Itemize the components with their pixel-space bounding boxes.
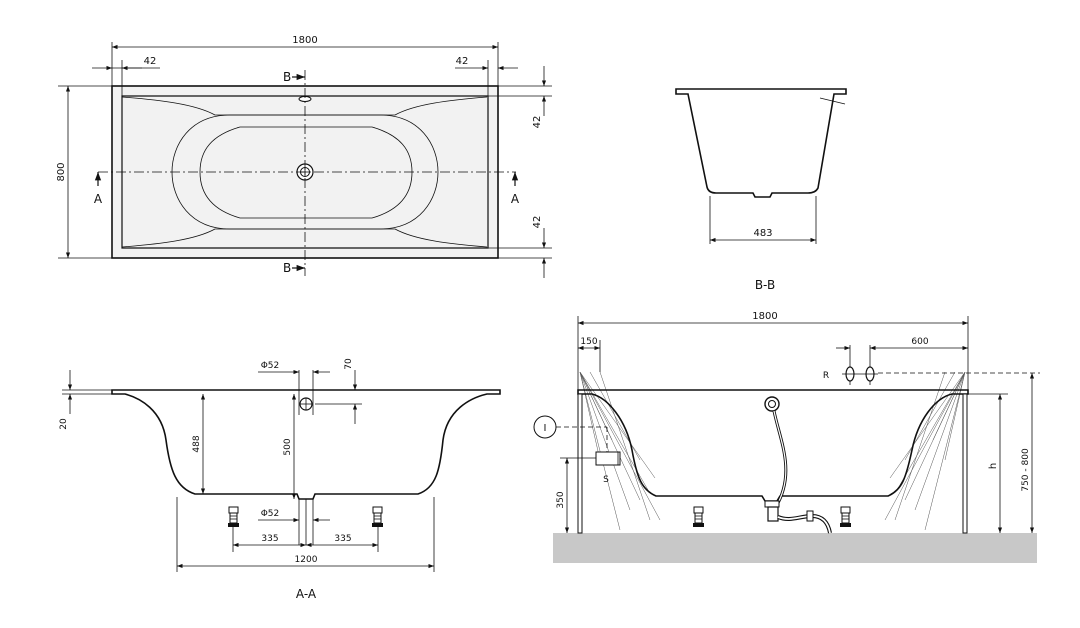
side-foot-left [693,506,704,527]
dim-rim-right: 42 [456,56,469,67]
dim-depth-500: 500 [283,438,293,455]
support-panel-left [577,393,583,534]
dim-rim-left: 42 [144,56,157,67]
dim-depth-488: 488 [192,435,202,452]
dim-overflow-height: 70 [344,358,354,370]
side-dim-right-offset: 600 [911,337,928,347]
top-view: 1800 42 42 800 42 42 A A B [56,35,552,278]
label-i: I [544,423,547,434]
dim-drain-diameter: Φ52 [261,509,280,519]
section-marker-a-right: A [511,192,520,206]
dim-bottom-length: 1200 [295,555,318,565]
basin-floor [199,126,413,219]
basin-middle-stadium [171,114,439,230]
dim-rim-thickness: 20 [59,418,69,430]
overflow-hose [772,410,788,504]
section-marker-a-left: A [94,192,103,206]
side-dim-left-offset: 150 [580,337,597,347]
side-dim-height-h: h [988,463,999,469]
side-dim-height-350: 350 [556,491,566,508]
section-bb-title: B-B [755,278,775,292]
dim-rim-bottom: 42 [532,216,543,229]
dim-base-width: 483 [753,228,772,239]
dim-length-top: 1800 [292,35,317,46]
dim-foot-right: 335 [334,534,351,544]
section-aa-title: A-A [296,587,317,601]
drain-trap [764,500,832,534]
section-aa-view: 20 Φ52 70 488 500 Φ52 [59,358,501,601]
foot-right [372,506,383,527]
section-marker-b-bottom: B [283,261,291,275]
foot-left [228,506,239,527]
side-dim-total-height: 750 - 800 [1021,448,1031,492]
panel-fan-left [579,371,661,531]
section-marker-b-top: B [283,70,291,84]
section-bb-profile [675,88,847,198]
dim-rim-top: 42 [532,116,543,129]
side-view: 1800 150 600 R I S 350 h 750 - 8 [533,311,1040,563]
label-r: R [823,371,829,381]
dim-foot-left: 335 [261,534,278,544]
dim-overflow-diameter: Φ52 [261,361,280,371]
dim-width: 800 [56,162,67,181]
panel-fan-right [884,371,966,531]
siphon-box [595,451,621,466]
floor [553,533,1037,563]
label-s: S [603,475,609,485]
support-panel-right [962,393,968,534]
side-dim-length: 1800 [752,311,777,322]
side-foot-right [840,506,851,527]
section-bb-view: 483 B-B [675,88,847,292]
